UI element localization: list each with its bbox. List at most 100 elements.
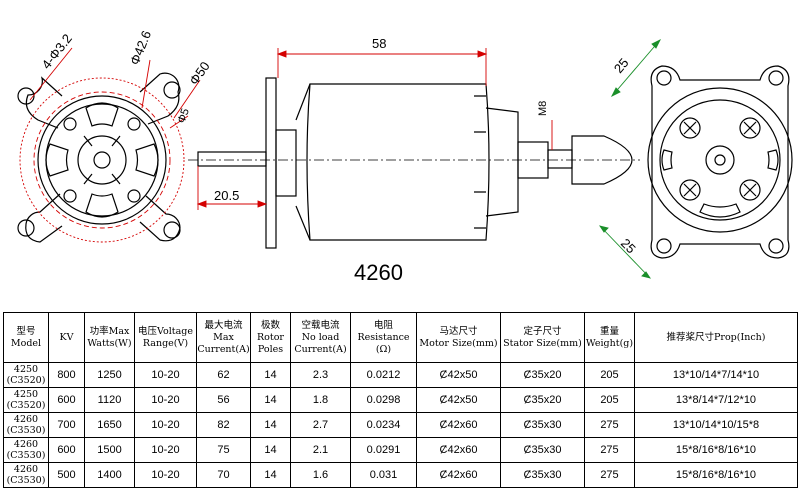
cell-poles: 14: [250, 412, 291, 438]
holes-leader: [29, 47, 73, 101]
cell-poles: 14: [250, 462, 291, 488]
cell-max-current: 70: [196, 462, 251, 488]
outer-body-circle: [37, 95, 167, 225]
cell-kv: 600: [48, 387, 85, 413]
rear-screw-tl: [679, 117, 701, 139]
prop-thread-label: M8: [537, 101, 549, 116]
cell-stator-size: Ȼ35x20: [500, 362, 585, 388]
model-line: (C3530): [6, 475, 46, 486]
cell-resistance: 0.031: [350, 462, 417, 488]
column-header-line: Motor Size(mm): [419, 337, 498, 349]
cell-stator-size: Ȼ35x30: [500, 462, 585, 488]
cell-prop: 15*8/16*8/16*10: [634, 462, 798, 488]
cell-no-load: 1.8: [290, 387, 351, 413]
column-header-line: Poles: [257, 343, 284, 355]
side-view: [188, 77, 640, 249]
cell-prop: 13*10/14*7/14*10: [634, 362, 798, 388]
cell-no-load: 1.6: [290, 462, 351, 488]
cell-no-load: 2.7: [290, 412, 351, 438]
cell-kv: 800: [48, 362, 85, 388]
rear-shaft: [714, 154, 726, 166]
column-header-line: Range(V): [142, 337, 189, 349]
model-line: (C3520): [6, 400, 46, 411]
cell-weight: 205: [584, 362, 635, 388]
cell-resistance: 0.0212: [350, 362, 417, 388]
cutout-top: [85, 102, 119, 127]
column-header-line: KV: [59, 331, 74, 343]
rear-screw-crosses: [683, 121, 757, 197]
shaft-circle: [93, 151, 111, 169]
mount-spacing-bottom-line: [599, 225, 651, 279]
column-header-line: 推荐桨尺寸Prop(Inch): [666, 331, 766, 343]
mount-hole-bl: [17, 219, 35, 237]
front-bearing-housing: [275, 129, 297, 197]
column-header-11: 推荐桨尺寸Prop(Inch): [634, 312, 798, 363]
can-rim-left: [295, 83, 311, 241]
screw-hole-1: [63, 117, 77, 131]
cell-watts: 1120: [84, 387, 135, 413]
outer-leader: [173, 79, 201, 119]
mount-spacing-top-label: 25: [611, 55, 632, 76]
cell-no-load: 2.3: [290, 362, 351, 388]
rear-hole-tr: [768, 70, 784, 86]
motor-can: [306, 83, 490, 241]
column-header-line: 空载电流: [301, 319, 340, 331]
cell-prop: 15*8/16*8/16*10: [634, 437, 798, 463]
cell-model: 4250(C3520): [3, 387, 49, 413]
cell-motor-size: Ȼ42x50: [416, 362, 501, 388]
column-header-line: 电压Voltage: [138, 325, 193, 337]
cell-no-load: 2.1: [290, 437, 351, 463]
cell-stator-size: Ȼ35x30: [500, 437, 585, 463]
mount-hole-tl: [17, 87, 35, 105]
column-header-line: 马达尺寸: [439, 325, 478, 337]
model-line: (C3530): [6, 450, 46, 461]
cell-motor-size: Ȼ42x60: [416, 412, 501, 438]
cell-watts: 1650: [84, 412, 135, 438]
cell-resistance: 0.0298: [350, 387, 417, 413]
column-header-line: Current(A): [294, 343, 347, 355]
cell-poles: 14: [250, 437, 291, 463]
column-header-line: Rotor: [257, 331, 284, 343]
cell-prop: 13*8/14*7/12*10: [634, 387, 798, 413]
rear-screw-bl: [679, 179, 701, 201]
cell-stator-size: Ȼ35x20: [500, 387, 585, 413]
rear-hole-br: [768, 238, 784, 254]
cell-model: 4250(C3520): [3, 362, 49, 388]
model-line: 4250: [13, 389, 39, 400]
rear-hole-bl: [656, 238, 672, 254]
cell-model: 4260(C3530): [3, 437, 49, 463]
cell-resistance: 0.0234: [350, 412, 417, 438]
cell-motor-size: Ȼ42x50: [416, 387, 501, 413]
column-header-line: Current(A): [197, 343, 250, 355]
cell-motor-size: Ȼ42x60: [416, 462, 501, 488]
prop-adapter-shaft: [547, 149, 573, 169]
rear-hole-tl: [656, 70, 672, 86]
shaft-leader: [169, 115, 189, 129]
inner-body-circle: [45, 103, 159, 217]
column-header-line: 最大电流: [204, 319, 243, 331]
cell-weight: 275: [584, 462, 635, 488]
column-header-line: 重量: [599, 325, 619, 337]
cell-voltage: 10-20: [134, 437, 197, 463]
cell-kv: 500: [48, 462, 85, 488]
rear-inner-circle: [659, 99, 781, 221]
rear-screw-br: [739, 179, 761, 201]
mount-spacing-top-line: [611, 39, 661, 97]
cross-mount: [650, 65, 790, 259]
model-line: 4260: [13, 439, 39, 450]
cell-poles: 14: [250, 362, 291, 388]
model-line: (C3530): [6, 425, 46, 436]
column-header-line: 极数: [260, 319, 280, 331]
column-header-line: No load: [301, 331, 340, 343]
can-slots: [474, 95, 486, 229]
